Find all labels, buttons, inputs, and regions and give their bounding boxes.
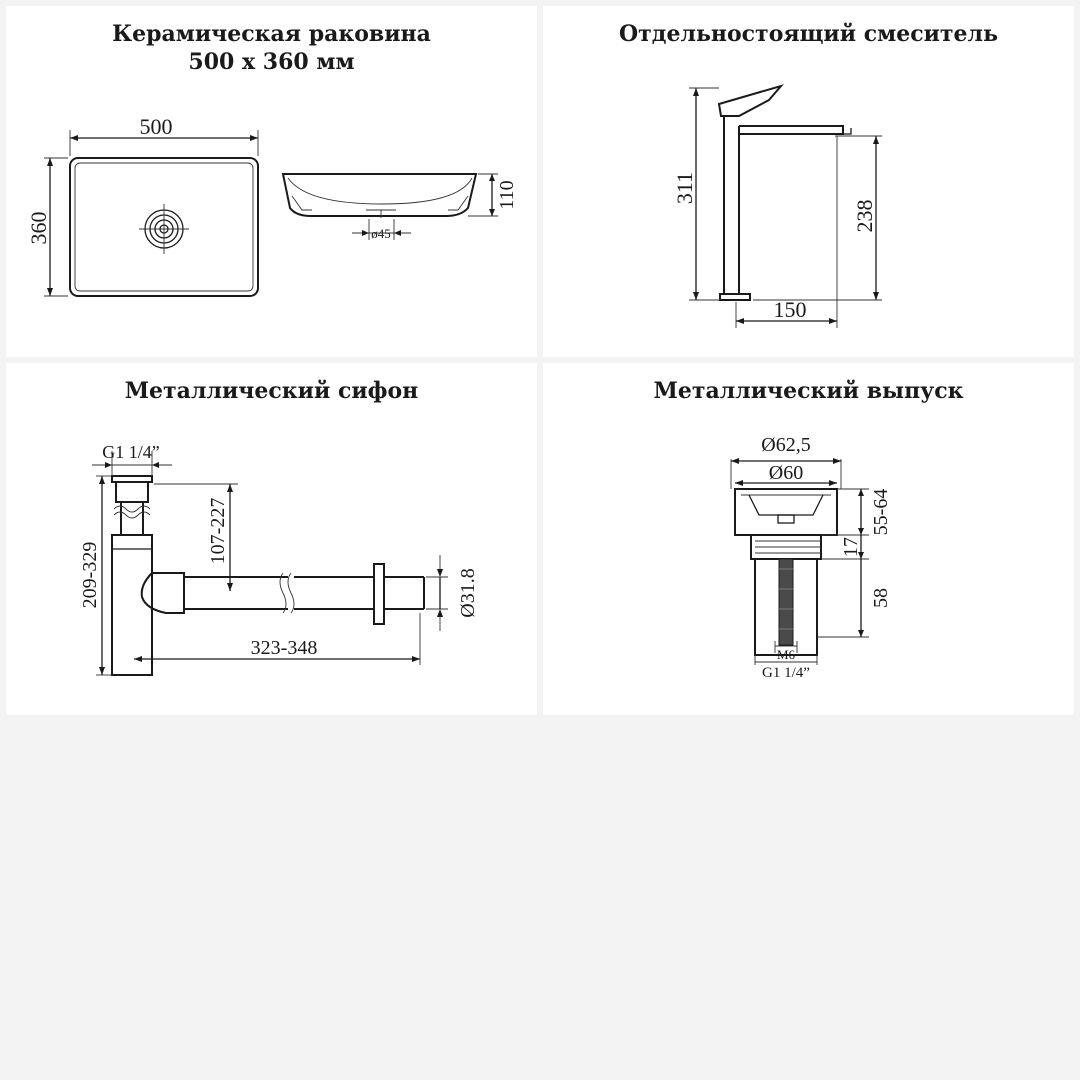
siphon-length-label: 323-348 <box>251 637 318 659</box>
basin-drawing: 500 360 110 ø45 <box>26 114 518 297</box>
outlet-drawing: Ø62,5 Ø60 55-64 17 58 M6 G1 1/4” <box>730 434 892 681</box>
basin-top-view <box>69 157 259 297</box>
siphon-panel: Металлический сифон <box>6 363 537 715</box>
basin-title-line2: 500 x 360 мм <box>188 49 355 75</box>
basin-title-line1: Керамическая раковина <box>112 21 431 47</box>
basin-drain-label: ø45 <box>371 226 391 241</box>
basin-side-view <box>281 173 478 218</box>
siphon-height-label: 209-329 <box>79 542 101 609</box>
outlet-title: Металлический выпуск <box>653 378 964 404</box>
drain-icon <box>139 204 189 254</box>
siphon-pipe-label: Ø31.8 <box>457 568 479 617</box>
siphon-icon <box>111 475 425 676</box>
faucet-spout-height-label: 238 <box>852 200 877 233</box>
outlet-outer-label: Ø62,5 <box>761 434 810 456</box>
outlet-inner-label: Ø60 <box>769 462 803 484</box>
basin-depth-label: 360 <box>26 212 51 245</box>
basin-height-label: 110 <box>496 180 518 209</box>
faucet-reach-label: 150 <box>774 297 807 322</box>
faucet-title: Отдельностоящий смеситель <box>618 21 999 47</box>
outlet-collar-label: 17 <box>840 537 862 557</box>
siphon-thread-label: G1 1/4” <box>102 442 160 462</box>
basin-width-label: 500 <box>140 114 173 139</box>
outlet-range-label: 55-64 <box>870 489 892 536</box>
basin-panel: Керамическая раковина 500 x 360 мм 500 3… <box>6 6 537 357</box>
siphon-inlet-label: 107-227 <box>207 498 229 565</box>
outlet-bolt-label: M6 <box>777 647 796 662</box>
siphon-title: Металлический сифон <box>124 378 419 404</box>
faucet-total-height-label: 311 <box>672 172 697 204</box>
faucet-drawing: 311 238 150 <box>672 84 882 328</box>
outlet-thread-label: G1 1/4” <box>762 665 810 681</box>
basin-title: Керамическая раковина 500 x 360 мм <box>6 20 537 76</box>
thread-lines <box>755 540 821 554</box>
faucet-icon <box>717 84 852 301</box>
siphon-drawing: G1 1/4” 209-329 107-227 323-348 Ø31.8 <box>79 442 479 676</box>
faucet-panel: Отдельностоящий смеситель 311 238 <box>543 6 1074 357</box>
outlet-body-label: 58 <box>870 588 892 608</box>
outlet-panel: Металлический выпуск <box>543 363 1074 715</box>
outlet-icon <box>734 488 838 656</box>
